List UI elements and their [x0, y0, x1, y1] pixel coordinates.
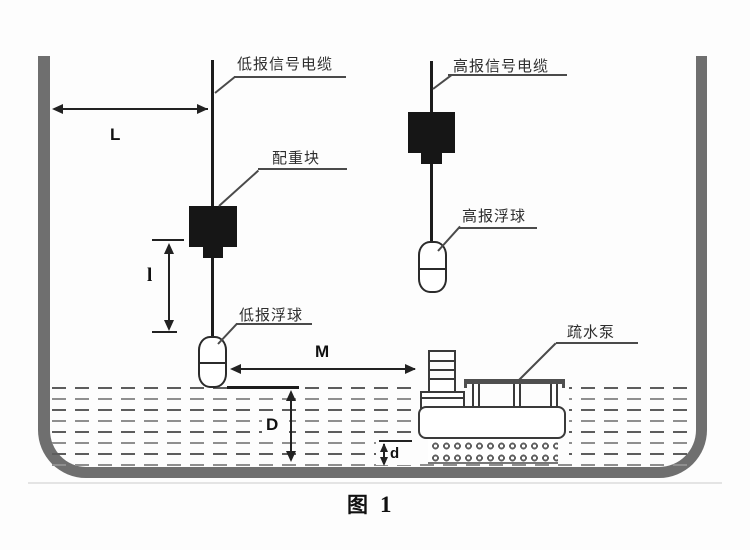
label-d-capital-mask — [262, 413, 289, 441]
label-weight: 配重块 — [272, 150, 321, 167]
low-counterweight-block — [189, 206, 237, 247]
arrow-down-icon — [380, 457, 388, 466]
dim-l-top-tick — [152, 239, 184, 241]
pump-plate-lip-right — [562, 379, 565, 388]
arrow-up-icon — [286, 390, 296, 401]
leader-high-float — [459, 227, 537, 229]
label-low-float: 低报浮球 — [239, 307, 304, 324]
dim-L-label: L — [110, 125, 121, 144]
dim-M-label: M — [315, 342, 330, 361]
tank-outline — [38, 56, 707, 478]
label-high-cable: 高报信号电缆 — [453, 58, 550, 75]
low-water-level-line — [227, 386, 299, 389]
pump-body — [418, 406, 566, 439]
caption-number: 1 — [380, 492, 392, 517]
arrow-left-icon — [52, 104, 63, 114]
dim-d-line — [383, 444, 385, 464]
arrow-down-icon — [164, 320, 174, 331]
caption-cn: 图 — [347, 494, 368, 517]
arrow-left-icon — [230, 364, 241, 374]
dim-l-line — [168, 245, 170, 328]
dim-D-line — [290, 392, 292, 460]
high-counterweight-tab — [421, 153, 442, 164]
label-high-float: 高报浮球 — [462, 208, 527, 225]
arrow-down-icon — [286, 451, 296, 462]
pump-discharge-pipe — [428, 350, 456, 394]
low-alarm-cable — [211, 60, 214, 338]
dim-D-label: D — [266, 415, 279, 434]
water-dashes — [52, 387, 694, 467]
leader-pump — [556, 342, 638, 344]
low-alarm-float — [198, 336, 227, 388]
pump-post-1 — [472, 384, 480, 408]
leader-low-cable — [234, 76, 346, 78]
dim-M-line — [233, 368, 415, 370]
label-pump: 疏水泵 — [567, 324, 616, 341]
high-counterweight-block — [408, 112, 455, 153]
pump-handle-plate — [464, 379, 565, 384]
arrow-right-icon — [197, 104, 208, 114]
pump-strainer — [428, 439, 558, 464]
leader-low-float — [236, 323, 312, 325]
label-low-cable: 低报信号电缆 — [237, 56, 334, 73]
dim-d-label: d — [390, 445, 400, 462]
arrow-up-icon — [164, 243, 174, 254]
high-alarm-float — [418, 241, 447, 293]
pump-post-2 — [513, 384, 521, 408]
leader-weight — [258, 168, 347, 170]
leader-high-cable — [448, 74, 567, 76]
low-counterweight-tab — [203, 247, 223, 258]
dim-l-label: l — [147, 265, 153, 286]
scan-artifact-line — [28, 482, 722, 484]
dim-d-ref-line — [379, 440, 412, 442]
pump-plate-lip-left — [464, 379, 467, 388]
dim-l-bottom-tick — [152, 331, 177, 333]
arrow-up-icon — [380, 443, 388, 452]
pump-post-3 — [550, 384, 558, 408]
dim-L-line — [54, 108, 208, 110]
arrow-right-icon — [405, 364, 416, 374]
